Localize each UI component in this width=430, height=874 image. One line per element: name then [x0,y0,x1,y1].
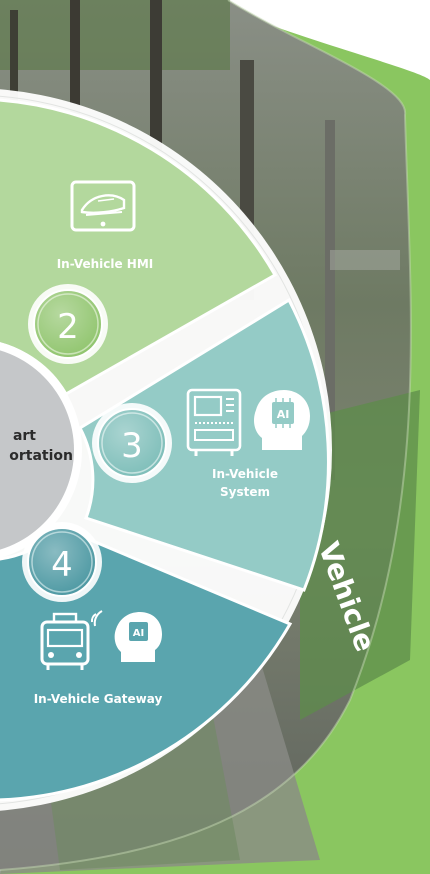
hub-title-line2: ortation [9,448,73,464]
label-in-vehicle-gateway: In-Vehicle Gateway [34,692,163,706]
number-2: 2 [57,307,79,347]
touchscreen-train-icon [70,180,136,232]
hub-title-line1: art [13,428,36,444]
ai-head-icon-gateway: AI [114,612,162,662]
onboard-unit-ai-icon [186,388,242,456]
label-in-vehicle-hmi: In-Vehicle HMI [57,257,154,271]
ai-head-icon: AI [254,390,310,450]
ai-badge-text: AI [277,408,290,421]
number-badge-3: 3 [92,403,172,483]
label-in-vehicle-system-line1: In-Vehicle [212,467,278,481]
number-3: 3 [121,426,143,466]
bus-wireless-icon [40,610,103,670]
number-4: 4 [51,545,73,585]
label-in-vehicle-system-line2: System [220,485,270,499]
number-badge-4: 4 [22,522,102,602]
hub-circle [0,350,74,550]
segment-in-vehicle-system[interactable] [78,297,330,592]
number-badge-2: 2 [28,284,108,364]
ai-badge-text-gateway: AI [133,628,144,639]
